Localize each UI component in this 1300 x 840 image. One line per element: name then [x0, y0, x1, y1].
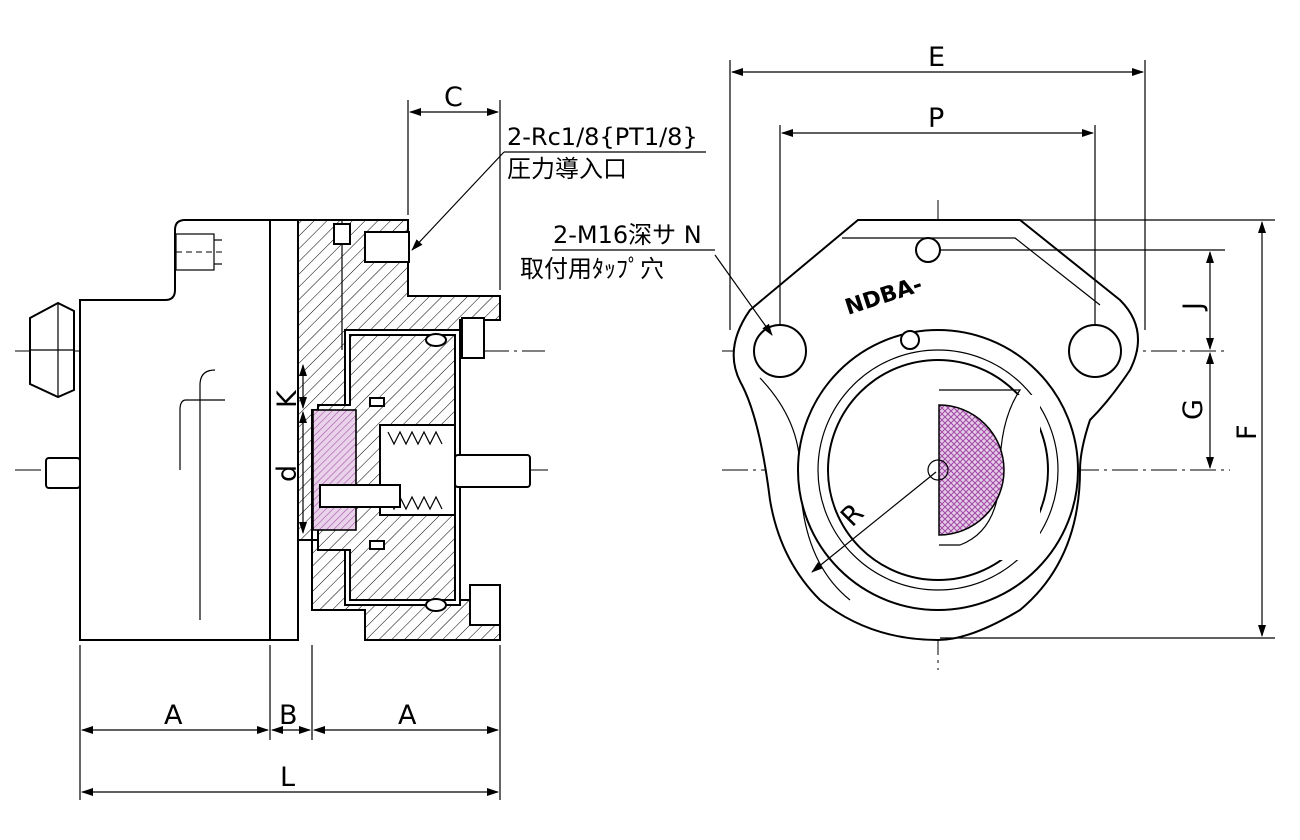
port-hole-top — [915, 237, 941, 263]
tap-note-line2: 取付用ﾀｯﾌﾟ穴 — [520, 255, 664, 283]
label-c: C — [444, 82, 463, 113]
push-rod — [319, 484, 401, 508]
o-ring-lower — [425, 598, 447, 612]
mounting-hole-left — [753, 324, 807, 378]
spacer-plate — [269, 219, 299, 641]
mounting-hole-right — [1068, 324, 1122, 378]
tap-leader — [714, 254, 773, 336]
friction-disc-face — [938, 404, 1005, 536]
side-section-view: A B A L C K d 2-Rc1/8{PT1/8} 圧力導入口 — [15, 82, 706, 800]
friction-lining — [312, 409, 357, 531]
tap-note-line1: 2-M16深サ N — [553, 221, 702, 249]
label-a-right: A — [398, 700, 417, 731]
o-ring-upper — [425, 333, 447, 347]
left-housing — [79, 219, 271, 641]
label-p: P — [928, 103, 944, 134]
label-f: F — [1232, 424, 1263, 440]
label-j: J — [1178, 302, 1209, 312]
port-leader — [411, 151, 505, 251]
port-note-line2: 圧力導入口 — [507, 155, 627, 183]
port-hole-side — [900, 330, 920, 350]
dim-line-r — [811, 471, 937, 573]
label-a-left: A — [164, 700, 183, 731]
label-b: B — [279, 700, 298, 731]
label-e: E — [928, 42, 945, 73]
middle-ring — [817, 349, 1059, 591]
bolt-head — [461, 317, 485, 359]
label-g: G — [1178, 399, 1209, 420]
label-l: L — [280, 762, 295, 793]
output-shaft — [454, 454, 531, 488]
left-shaft-stub — [45, 457, 81, 489]
label-k: K — [272, 389, 303, 408]
front-view: NDBA- E P J G F R 2-M16深サ N 取付用ﾀｯﾌﾟ穴 — [520, 42, 1275, 670]
port-fitting — [364, 231, 410, 263]
label-d: d — [272, 465, 303, 482]
port-note-line1: 2-Rc1/8{PT1/8} — [507, 123, 698, 151]
spring-coil-upper — [387, 430, 443, 446]
